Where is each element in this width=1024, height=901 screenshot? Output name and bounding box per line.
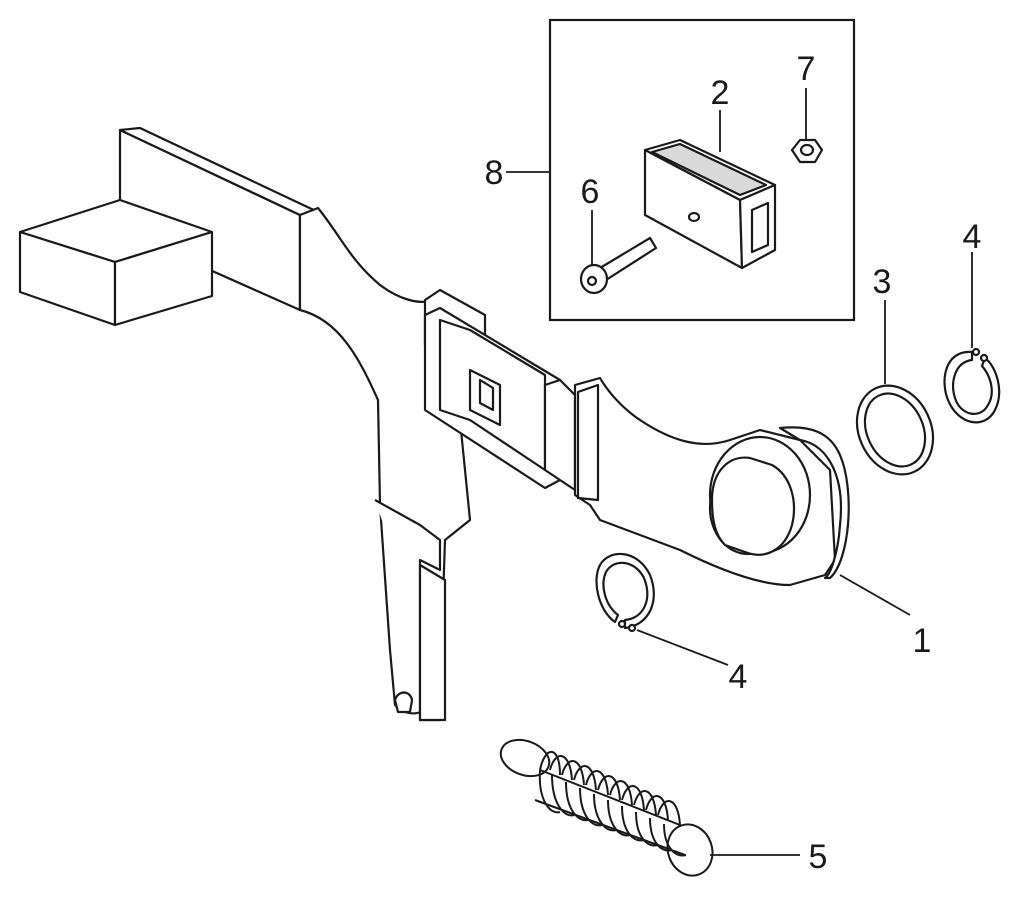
inset-frame-part-8 xyxy=(548,18,856,322)
callout-3: 3 xyxy=(873,263,892,301)
leader-lines xyxy=(506,88,973,856)
part-2-pad-block xyxy=(643,138,777,270)
part-1-lever-arm xyxy=(18,126,850,722)
part-6-screw xyxy=(579,236,658,295)
callout-2: 2 xyxy=(711,74,730,112)
part-5-spring xyxy=(499,738,714,877)
part-4-circlip-lower xyxy=(595,552,655,633)
callout-4-lower: 4 xyxy=(729,658,748,696)
part-3-washer xyxy=(855,384,935,476)
part-4-circlip-upper xyxy=(943,347,1001,424)
callout-labels: 2 7 8 6 3 4 1 4 5 xyxy=(485,50,982,876)
callout-6: 6 xyxy=(581,173,600,211)
callout-4-upper: 4 xyxy=(963,218,982,256)
callout-8: 8 xyxy=(485,154,504,192)
callout-5: 5 xyxy=(809,838,828,876)
callout-1: 1 xyxy=(913,622,932,660)
callout-7: 7 xyxy=(797,50,816,88)
part-7-nut xyxy=(790,138,824,164)
